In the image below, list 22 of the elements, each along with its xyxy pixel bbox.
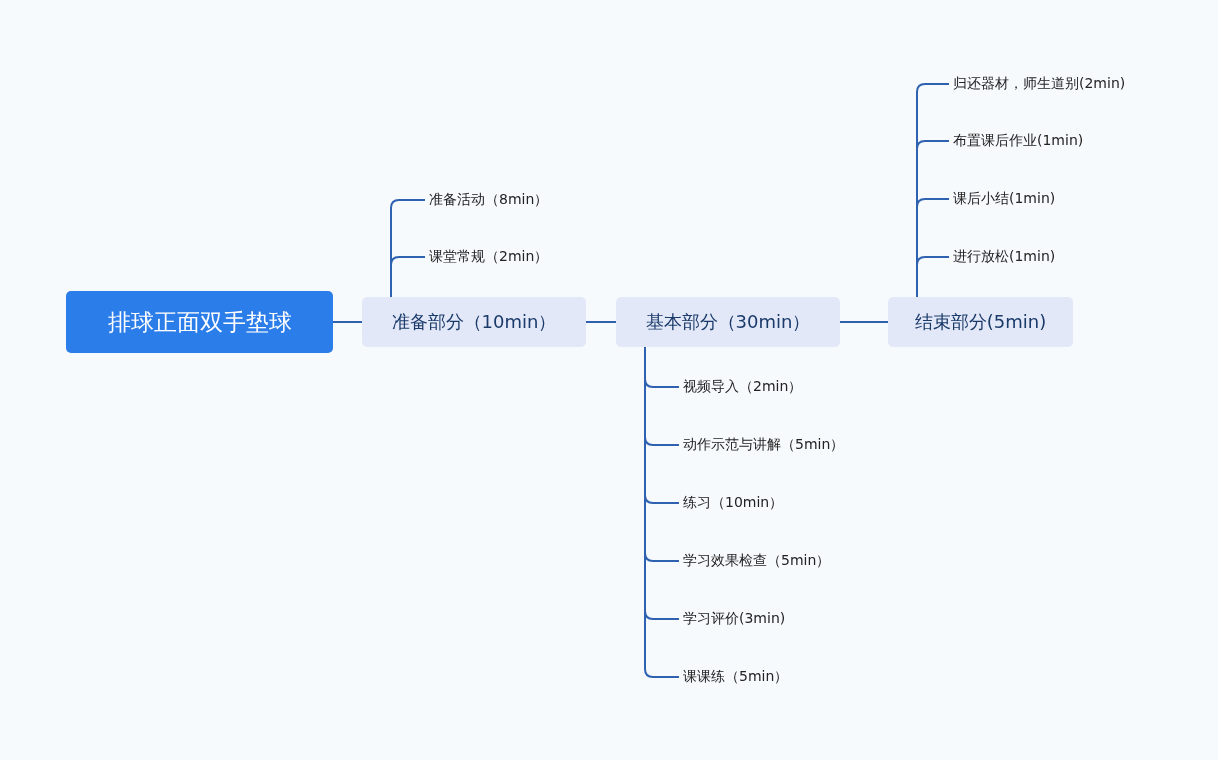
connector-line [839,321,889,323]
connector-line [916,256,950,298]
subtopic-label: 课后小结(1min) [949,187,1056,211]
subtopic-label: 视频导入（2min） [679,375,803,399]
connector-line [585,321,617,323]
subtopic-label: 布置课后作业(1min) [949,129,1084,153]
central-topic-box: 排球正面双手垫球 [66,291,333,353]
subtopic-label: 练习（10min） [679,491,784,515]
subtopic-label: 动作示范与讲解（5min） [679,433,845,457]
subtopic-label: 学习效果检查（5min） [679,549,831,573]
subtopic-label: 准备活动（8min） [425,188,549,212]
subtopic-label: 课堂常规（2min） [425,245,549,269]
connector-line [644,346,680,678]
subtopic-label: 进行放松(1min) [949,245,1056,269]
subtopic-label: 归还器材，师生道别(2min) [949,72,1126,96]
subtopic-label: 学习评价(3min) [679,607,786,631]
subtopic-label: 课课练（5min） [679,665,789,689]
topic-box: 结束部分(5min) [888,297,1073,347]
topic-box: 准备部分（10min） [362,297,586,347]
connector-line [332,321,363,323]
connector-line [390,256,426,298]
topic-box: 基本部分（30min） [616,297,840,347]
